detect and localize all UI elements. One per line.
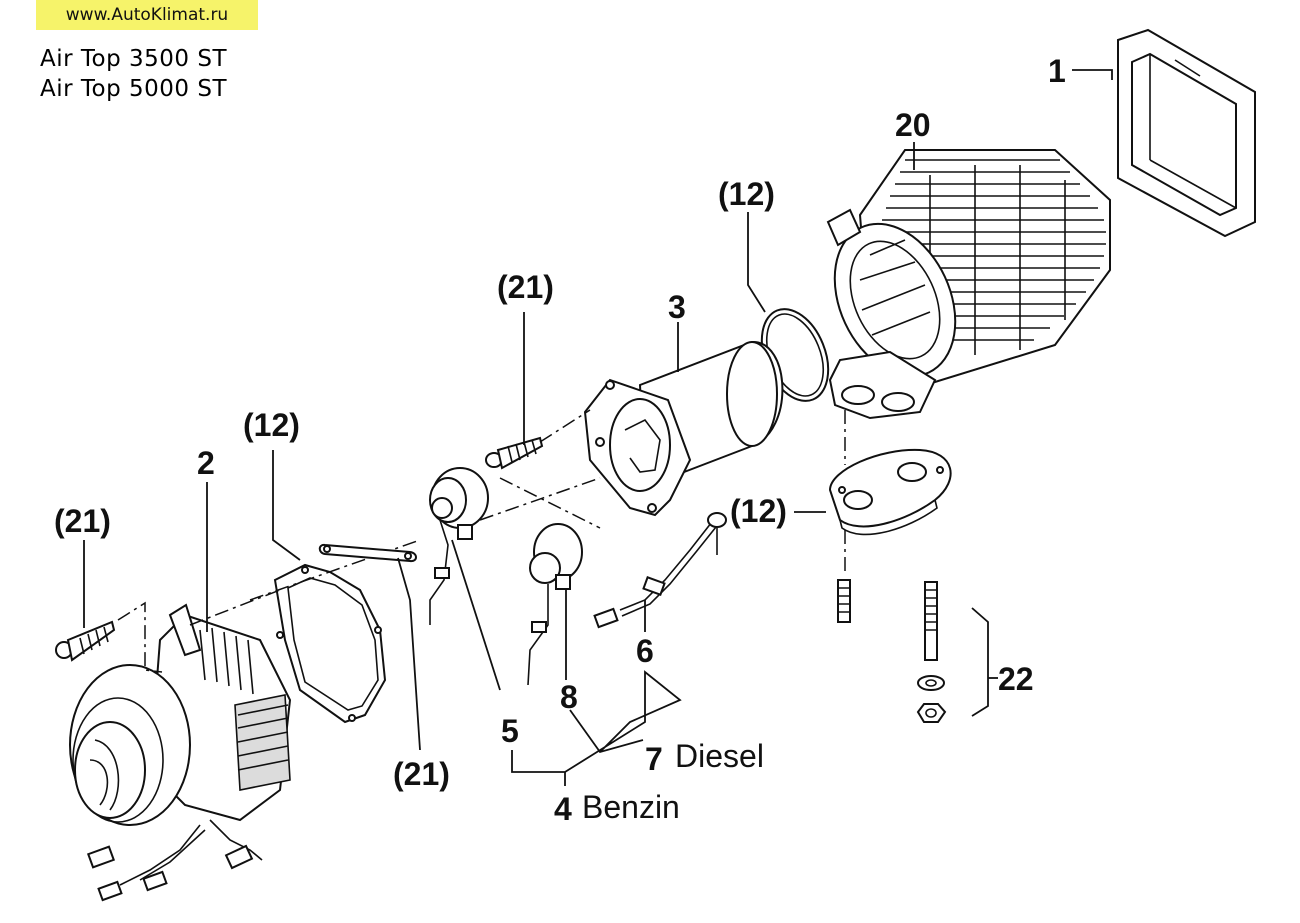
callout-21-top: (21) <box>497 269 554 305</box>
part-20-heat-exchanger <box>826 149 1111 420</box>
label-diesel: Diesel <box>675 738 764 774</box>
part-2-blower-motor <box>69 603 292 902</box>
callout-12-top: (12) <box>718 176 775 212</box>
gasket-12-left <box>273 563 387 724</box>
part-8-sensor <box>527 523 583 686</box>
model-title-1: Air Top 3500 ST <box>40 46 228 72</box>
part-1-cover-frame <box>1117 28 1256 238</box>
part-3-combustion-tube <box>583 340 784 517</box>
callout-8: 8 <box>560 679 578 715</box>
model-title-2: Air Top 5000 ST <box>40 76 228 102</box>
callout-3: 3 <box>668 289 686 325</box>
callout-6: 6 <box>636 633 654 669</box>
callout-21-bottom: (21) <box>393 756 450 792</box>
website-badge[interactable]: www.AutoKlimat.ru <box>36 0 258 30</box>
callout-5: 5 <box>501 713 519 749</box>
part-22-stud-nut-washer <box>916 581 947 723</box>
callout-1: 1 <box>1048 53 1066 89</box>
stud-bolt-left <box>837 579 851 623</box>
callout-2: 2 <box>197 445 215 481</box>
callout-21-left: (21) <box>54 503 111 539</box>
callout-12-left: (12) <box>243 407 300 443</box>
callout-12-right: (12) <box>730 493 787 529</box>
callout-7: 7 <box>645 741 663 777</box>
callout-20: 20 <box>895 107 931 143</box>
screw-21-left <box>55 620 116 662</box>
screw-21-top <box>485 436 544 470</box>
label-benzin: Benzin <box>582 789 680 825</box>
part-6-harness <box>593 512 727 629</box>
rod-21-bottom <box>318 543 417 563</box>
part-5-glow-pin <box>429 467 489 625</box>
callout-4: 4 <box>554 791 572 827</box>
gasket-12-right <box>828 448 952 536</box>
callout-22: 22 <box>998 661 1034 697</box>
